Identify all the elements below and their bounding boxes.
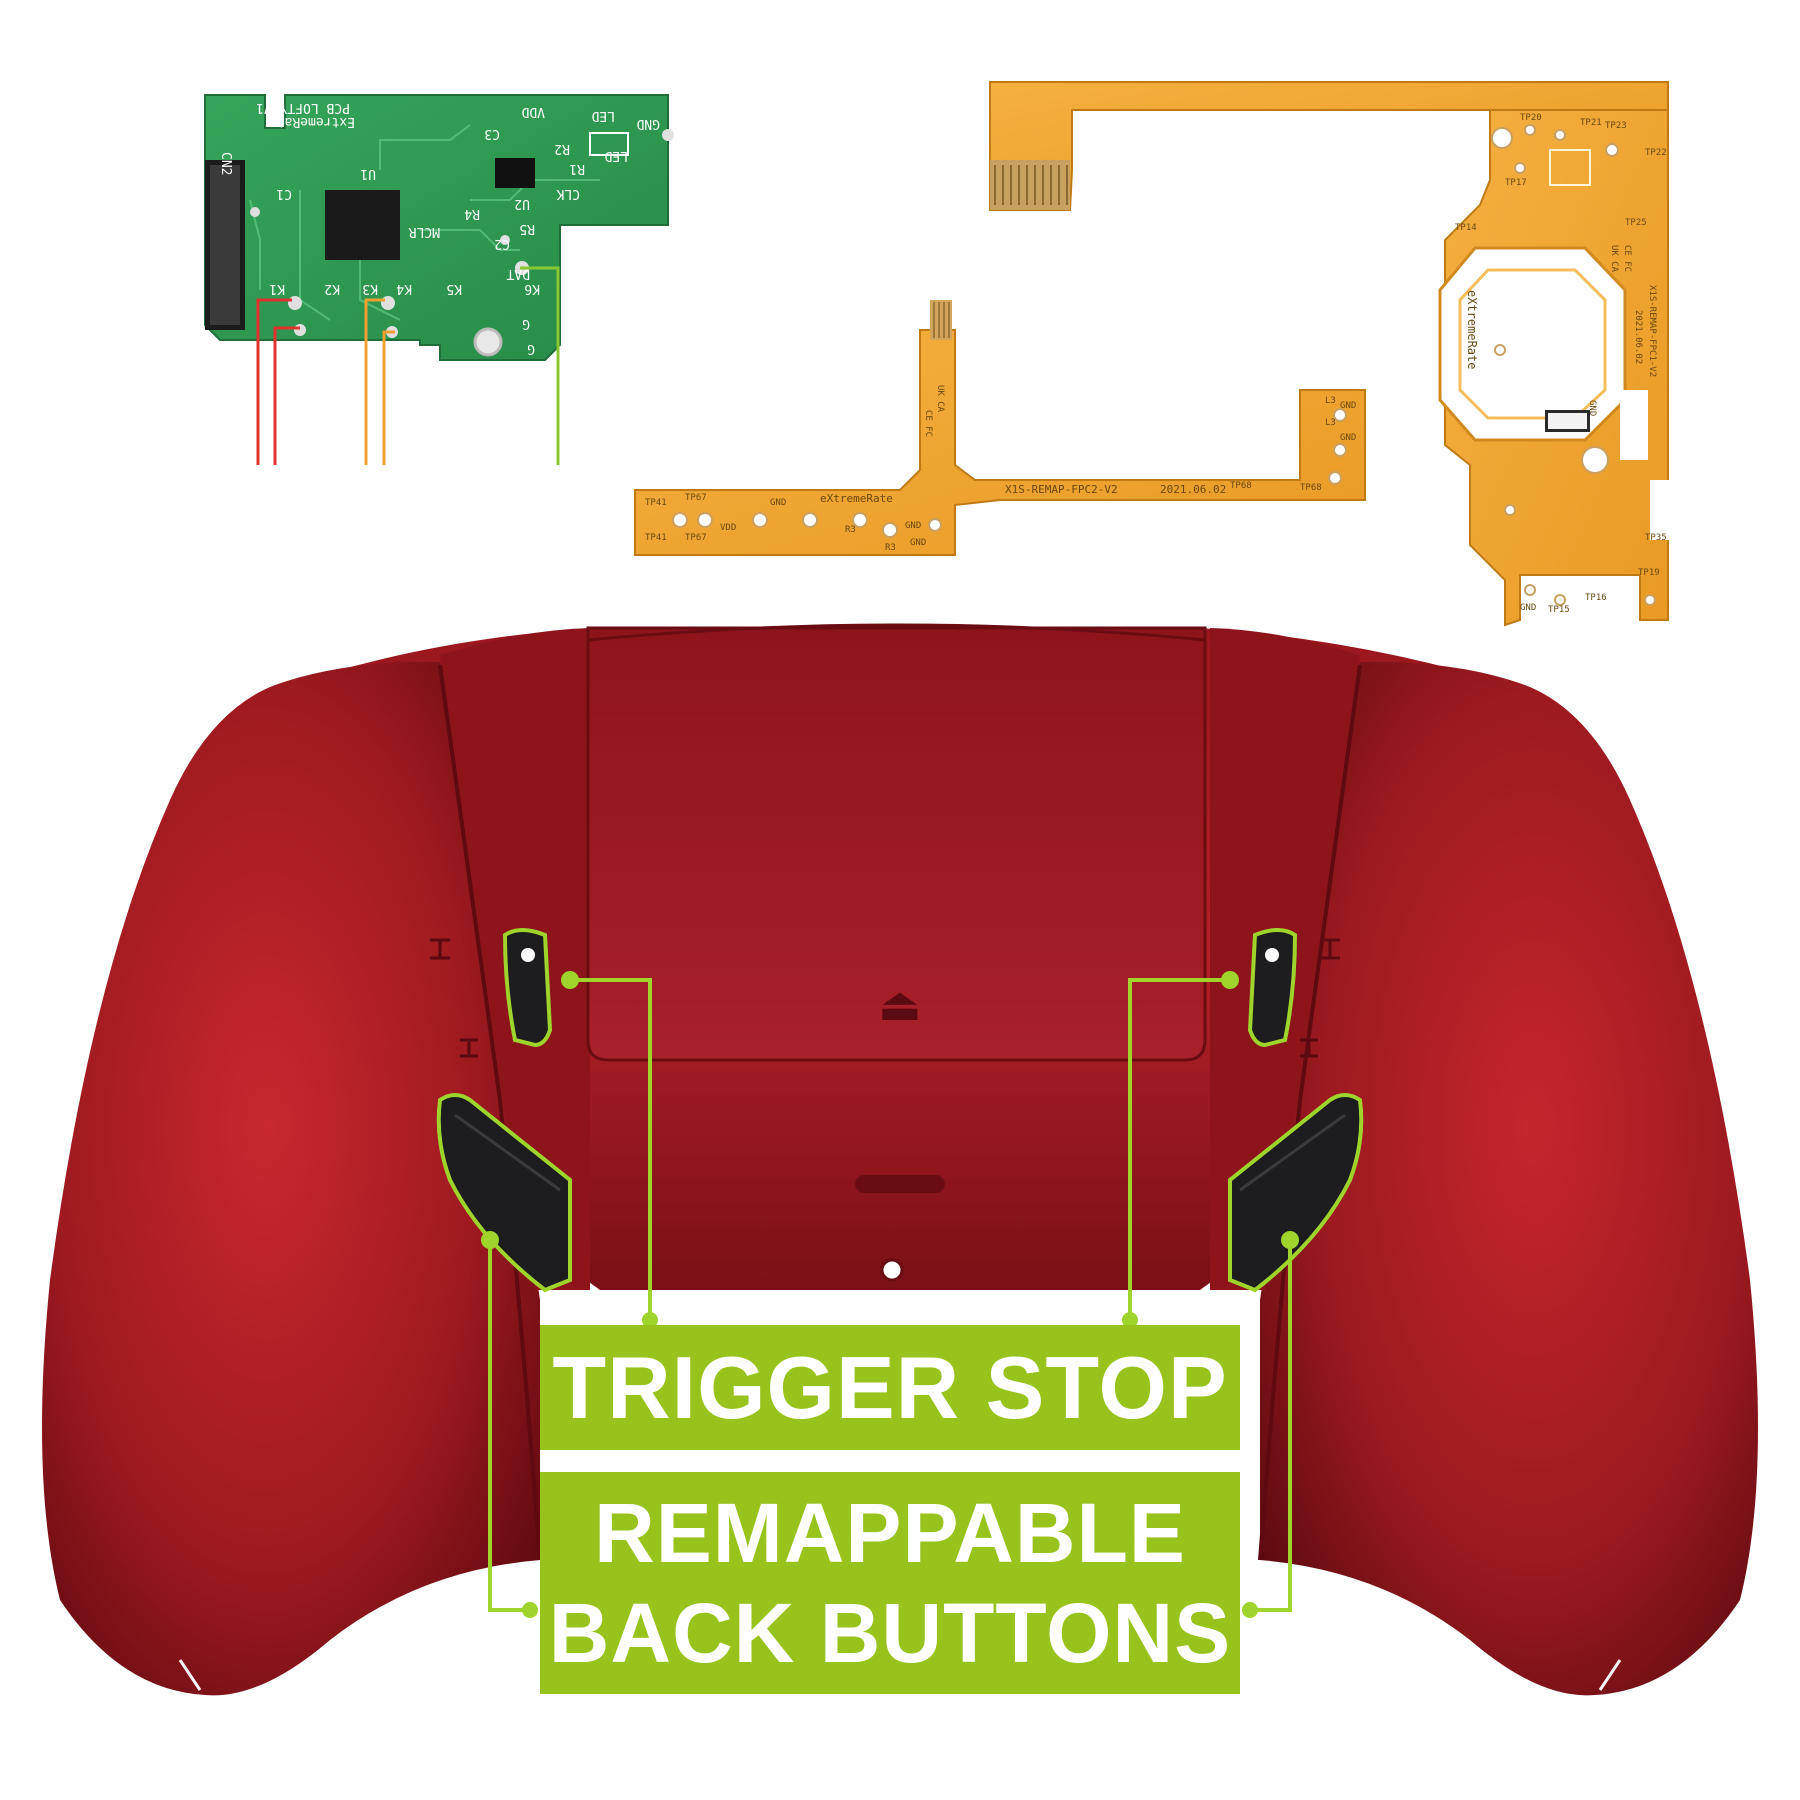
pcb-label: DAT (506, 266, 530, 281)
flex-pads (672, 408, 1347, 538)
flex-label: TP41 (645, 498, 667, 508)
flex-label: TP41 (645, 533, 667, 543)
remap-text-line1: REMAPPABLE (594, 1486, 1186, 1580)
flex-label: TP68 (1230, 481, 1252, 491)
pcb-wires (256, 266, 560, 465)
flex-label: X1S-REMAP-FPC1-V2 (1647, 285, 1657, 377)
controller-right-grip (1260, 661, 1758, 1696)
back-paddle-right (1228, 1093, 1364, 1293)
flex-label: X1S-REMAP-FPC2-V2 (1005, 483, 1118, 496)
flex-label: GND (905, 521, 921, 531)
pcb-chip-u2 (495, 158, 535, 188)
pcb-silkscreen: CN2 ExtremeRate PCB LOFTY V1 GND LED VDD… (218, 100, 660, 356)
trigger-stop-right (1247, 928, 1298, 1048)
flex-label: TP23 (1605, 121, 1627, 131)
pcb-label: VDD (521, 104, 545, 119)
flex-label: TP25 (1625, 218, 1647, 228)
pcb-chip-u1 (325, 190, 400, 260)
flex-label: GND (1340, 433, 1356, 443)
pcb-label: C3 (484, 126, 500, 141)
pcb-label: K5 (446, 281, 462, 296)
controller-slot (855, 1175, 945, 1193)
flex-label: TP20 (1520, 113, 1542, 123)
callout-dots (481, 971, 1299, 1618)
flex-label: TP21 (1580, 118, 1602, 128)
flex-label: GND (1340, 401, 1356, 411)
trigger-stop-label: TRIGGER STOP (540, 1325, 1240, 1450)
flex-label: UK CA (935, 385, 945, 413)
flex-label: TP17 (1505, 178, 1527, 188)
flex-label: TP67 (685, 533, 707, 543)
pcb-label: K6 (524, 281, 540, 296)
pcb-label: U1 (360, 166, 376, 181)
pcb-led (589, 132, 629, 156)
controller-left-grip (42, 661, 540, 1696)
flex-label: TP67 (685, 493, 707, 503)
pcb-label: LED (604, 148, 628, 163)
pcb-label: G (522, 316, 530, 331)
flex-label: GND (770, 498, 786, 508)
pcb-label: CLK (556, 186, 580, 201)
flex-label: TP16 (1585, 593, 1607, 603)
pcb-label: CN2 (218, 152, 233, 175)
flex-label: R3 (885, 543, 896, 553)
flex-label: 2021.06.02 (1633, 310, 1643, 364)
trigger-stop-label-bg (540, 1325, 1240, 1450)
trigger-stop-text: TRIGGER STOP (552, 1337, 1228, 1437)
flex-label: TP19 (1638, 568, 1660, 578)
trigger-stop-left (502, 928, 553, 1048)
flex-label: L3 (1325, 396, 1336, 406)
flex-label: GND (1520, 603, 1536, 613)
large-flex-cable: TP23 TP20 TP21 TP22 TP17 TP14 TP25 TP35 … (989, 81, 1670, 627)
pcb-label: K4 (396, 281, 412, 296)
remappable-back-buttons-label: REMAPPABLE BACK BUTTONS (540, 1472, 1240, 1694)
green-pcb-board: CN2 ExtremeRate PCB LOFTY V1 GND LED VDD… (204, 94, 674, 465)
flex-label: VDD (720, 523, 736, 533)
flex-label: TP68 (1300, 483, 1322, 493)
flex-label: TP15 (1548, 605, 1570, 615)
remap-text-line2: BACK BUTTONS (548, 1586, 1232, 1680)
pcb-label: ExtremeRate (269, 114, 355, 129)
battery-cover (586, 626, 1207, 1062)
flex-label: GND (1587, 400, 1597, 416)
flex-joystick-opening (1438, 246, 1627, 442)
flex-pads (1491, 124, 1656, 606)
small-flex-cable: TP41 TP67 GND VDD TP41 TP67 R3 R3 GND GN… (634, 300, 1366, 556)
callout-leaders (488, 978, 1292, 1612)
flex-label: GND (910, 538, 926, 548)
pcb-label: U2 (514, 196, 530, 211)
pcb-label: C2 (494, 236, 510, 251)
flex-label: TP22 (1645, 148, 1667, 158)
pcb-label: K3 (362, 281, 378, 296)
flex-label: UK CA (1609, 245, 1619, 273)
pcb-label: G (527, 341, 535, 356)
pcb-label: K1 (269, 281, 285, 296)
controller-back-shell: ⏏ (42, 623, 1758, 1696)
pcb-label: MCLR (409, 224, 440, 239)
flex-label: TP14 (1455, 223, 1477, 233)
pcb-label: R5 (519, 221, 535, 236)
pcb-label: LED (591, 108, 615, 123)
flex-label: 2021.06.02 (1160, 483, 1226, 496)
flex-label: TP35 (1645, 533, 1667, 543)
pcb-label: C1 (276, 186, 292, 201)
pcb-mount-hole (473, 327, 503, 357)
flex-label: CE FC (923, 410, 933, 437)
pcb-label: K2 (324, 281, 340, 296)
pcb-label: R2 (554, 141, 570, 156)
remap-label-bg (540, 1472, 1240, 1694)
flex-label: eXtremeRate (820, 492, 893, 505)
pcb-label: GND (636, 116, 660, 131)
pcb-label: R1 (569, 161, 585, 176)
eject-icon: ⏏ (878, 977, 921, 1031)
flex-label: eXtremeRate (1465, 290, 1479, 369)
flex-label: R3 (845, 525, 856, 535)
controller-pin-hole (880, 1258, 904, 1282)
flex-label: L3 (1325, 418, 1336, 428)
pcb-label: PCB LOFTY V1 (256, 100, 350, 115)
pcb-label: R4 (464, 206, 480, 221)
flex-label: CE FC (1622, 245, 1632, 272)
